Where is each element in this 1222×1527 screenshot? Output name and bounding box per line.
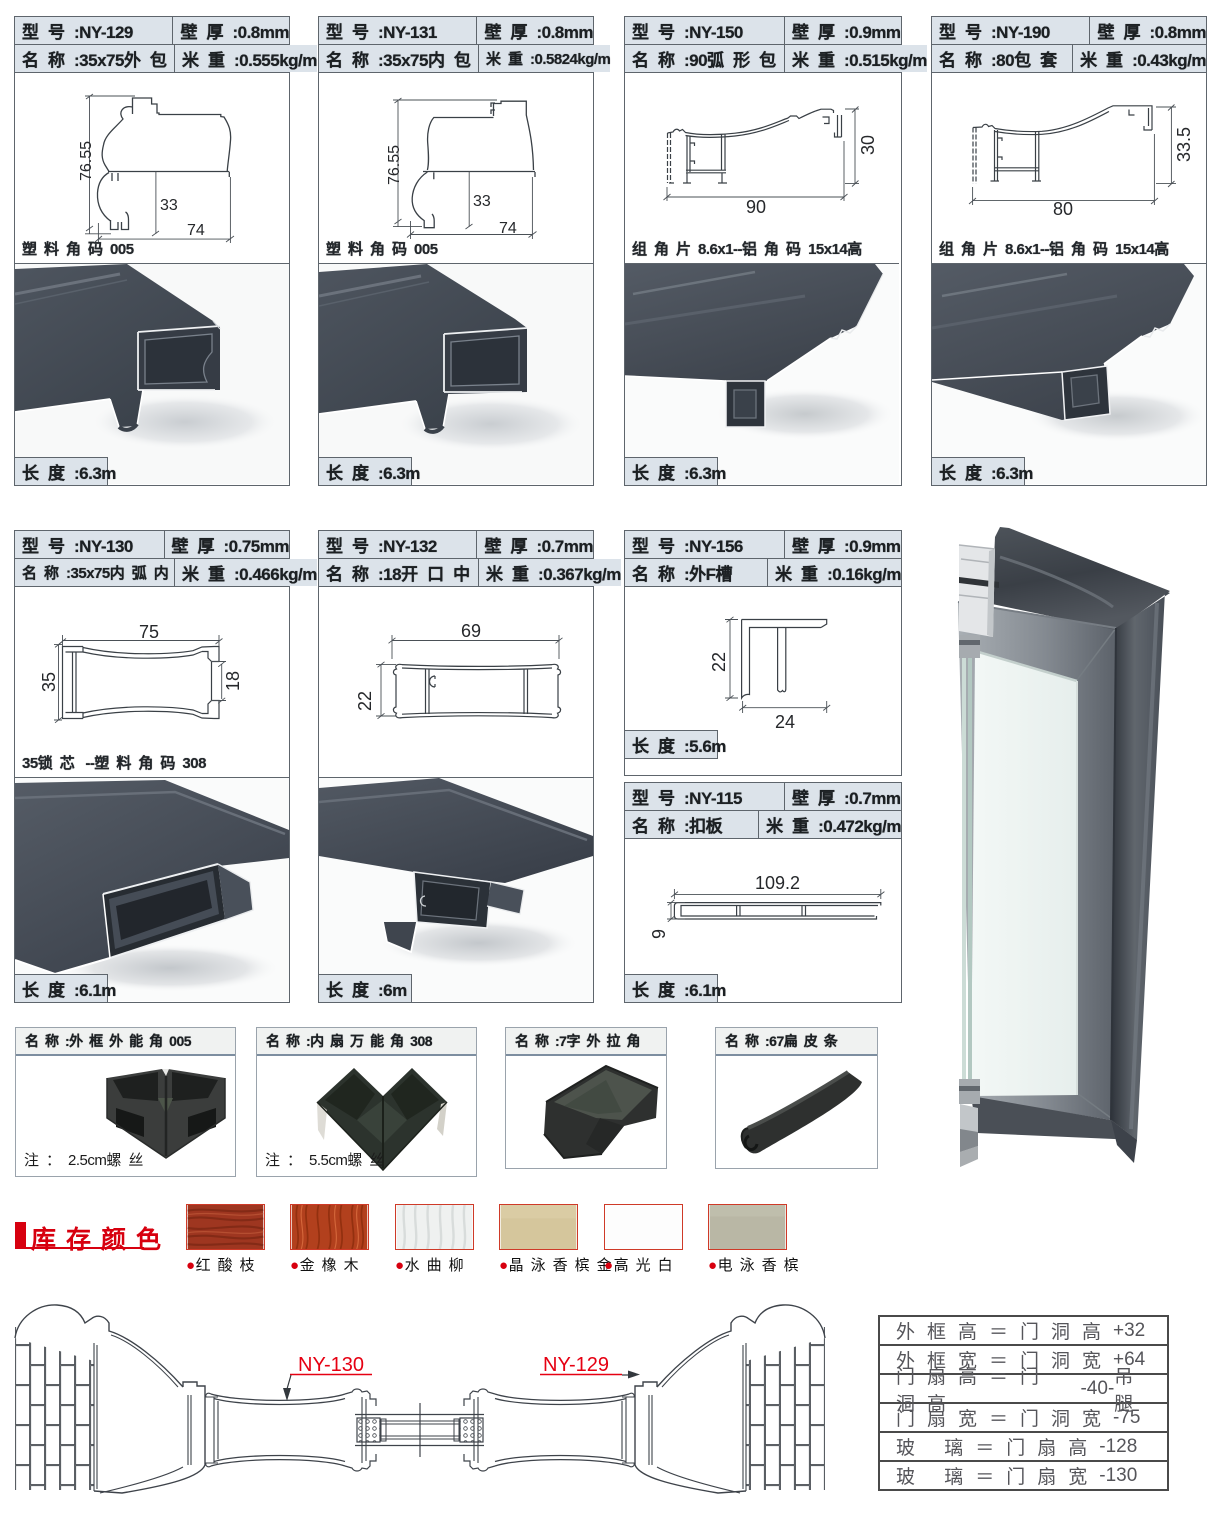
svg-text:90: 90 [746, 197, 766, 217]
svg-text:24: 24 [775, 712, 795, 732]
svg-text:69: 69 [461, 621, 481, 641]
svg-text:9: 9 [649, 929, 669, 939]
svg-text:76.55: 76.55 [386, 145, 403, 185]
svg-text:NY-130: NY-130 [298, 1354, 364, 1376]
svg-text:74: 74 [187, 222, 205, 239]
svg-text:76.55: 76.55 [78, 141, 95, 181]
svg-text:33.5: 33.5 [1174, 127, 1194, 162]
svg-text:22: 22 [709, 652, 729, 672]
svg-text:109.2: 109.2 [755, 873, 800, 893]
svg-text:33: 33 [160, 197, 178, 214]
svg-text:22: 22 [355, 691, 375, 711]
svg-text:80: 80 [1053, 199, 1073, 219]
svg-text:75: 75 [139, 622, 159, 642]
svg-text:74: 74 [499, 220, 517, 237]
svg-text:18: 18 [223, 671, 243, 691]
svg-text:30: 30 [858, 135, 878, 155]
svg-text:33: 33 [473, 193, 491, 210]
svg-text:NY-129: NY-129 [543, 1354, 609, 1376]
svg-text:35: 35 [39, 672, 59, 692]
